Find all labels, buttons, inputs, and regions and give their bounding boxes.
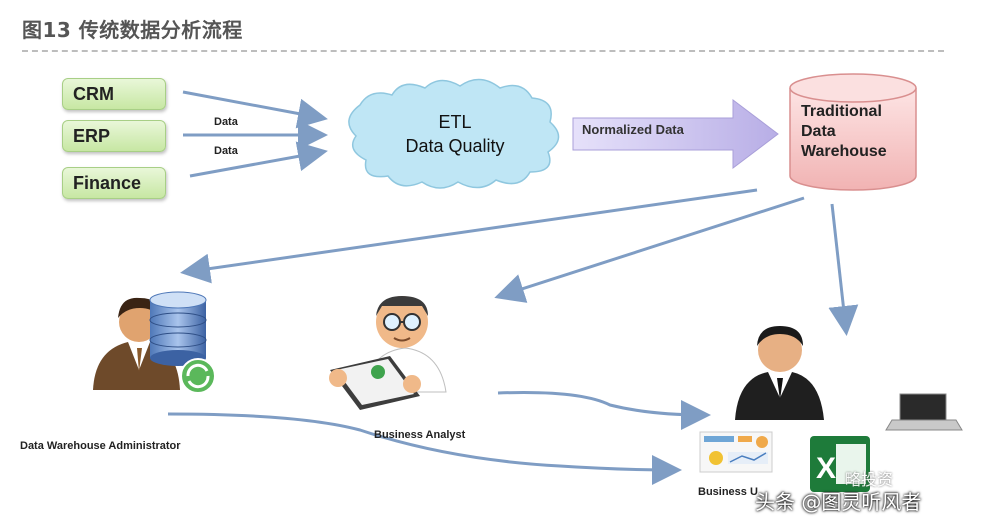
page-title: 图13 传统数据分析流程 [22,18,243,42]
arrow-finance-to-etl [189,141,328,178]
normalized-data-label: Normalized Data [582,122,684,137]
source-erp-label: ERP [73,125,111,146]
warehouse-line2: Data [801,123,836,140]
warehouse-line1: Traditional [801,103,882,120]
role-admin-label: Data Warehouse Administrator [20,440,181,452]
report-charts-icon [699,431,773,473]
etl-title: ETL [438,112,472,132]
arrow-dw-to-admin [180,188,758,284]
etl-subtitle: Data Quality [405,136,505,156]
watermark-secondary: 略投资 [845,470,894,489]
arrow-dw-to-analyst [494,196,805,303]
warehouse-line3: Warehouse [801,143,887,160]
clipboard-icon [329,356,421,410]
database-icon [149,291,207,366]
warehouse-node: Traditional Data Warehouse [801,102,887,162]
arrow-admin-to-user [167,412,682,485]
laptop-icon [885,393,963,431]
source-erp: ERP [62,120,166,152]
business-user-icon [735,326,824,420]
etl-node: ETL Data Quality [355,110,555,158]
source-crm: CRM [62,78,166,110]
title-divider [22,50,944,52]
refresh-icon [180,358,216,394]
role-user-label: Business U [698,486,758,498]
normalized-data-arrow [572,98,779,170]
warehouse-cylinder [789,73,917,191]
svg-text:X: X [816,452,836,485]
etl-cloud-shape [348,78,560,189]
source-crm-label: CRM [73,83,114,104]
arrow-dw-to-user [828,203,859,336]
role-analyst-label: Business Analyst [374,429,466,441]
source-finance-label: Finance [73,172,142,193]
excel-icon: X [810,436,870,492]
edge-label-data-1: Data [214,116,238,128]
arrow-analyst-to-user [497,391,711,430]
arrow-crm-to-etl [182,90,328,129]
watermark: 头条 @图灵听风者 [755,490,922,514]
edge-label-data-2: Data [214,145,238,157]
source-finance: Finance [62,167,166,199]
